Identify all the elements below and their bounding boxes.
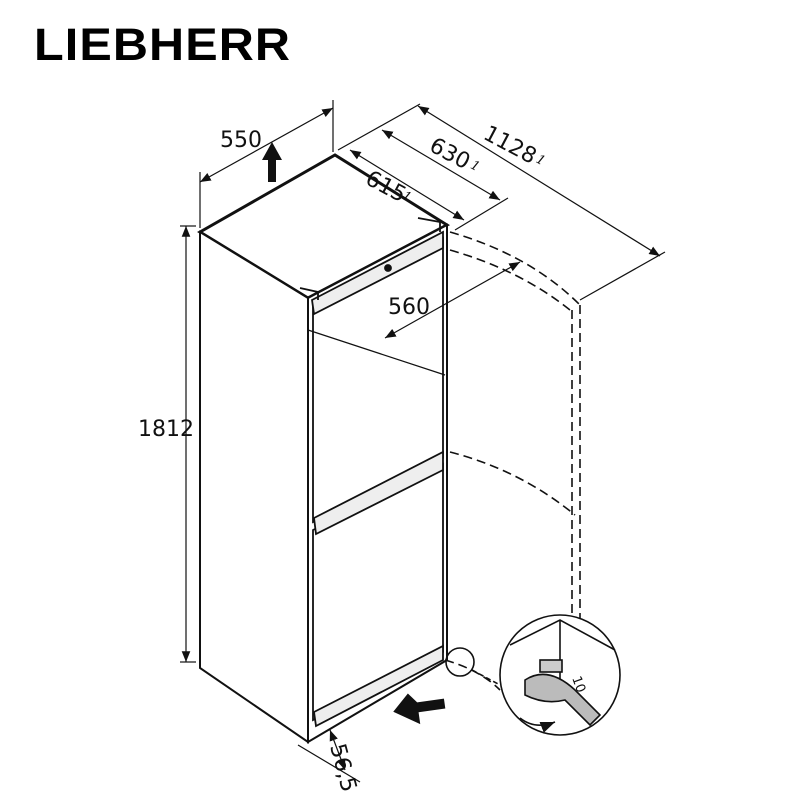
air-in-arrow bbox=[393, 693, 446, 725]
brand-logo: LIEBHERR bbox=[34, 19, 292, 70]
width-label: 550 bbox=[220, 128, 262, 153]
depth-630-label: 630 bbox=[425, 133, 474, 175]
middle-handle bbox=[313, 450, 444, 536]
foot-label: 56,5 bbox=[324, 741, 361, 795]
bottom-handle bbox=[313, 644, 444, 728]
height-label: 1812 bbox=[138, 417, 194, 442]
foot-adjust-detail bbox=[445, 614, 621, 736]
door-open-label: 560 bbox=[388, 295, 430, 320]
vent-up-arrow bbox=[262, 142, 282, 182]
wrench-size-label: 10 bbox=[568, 674, 588, 695]
